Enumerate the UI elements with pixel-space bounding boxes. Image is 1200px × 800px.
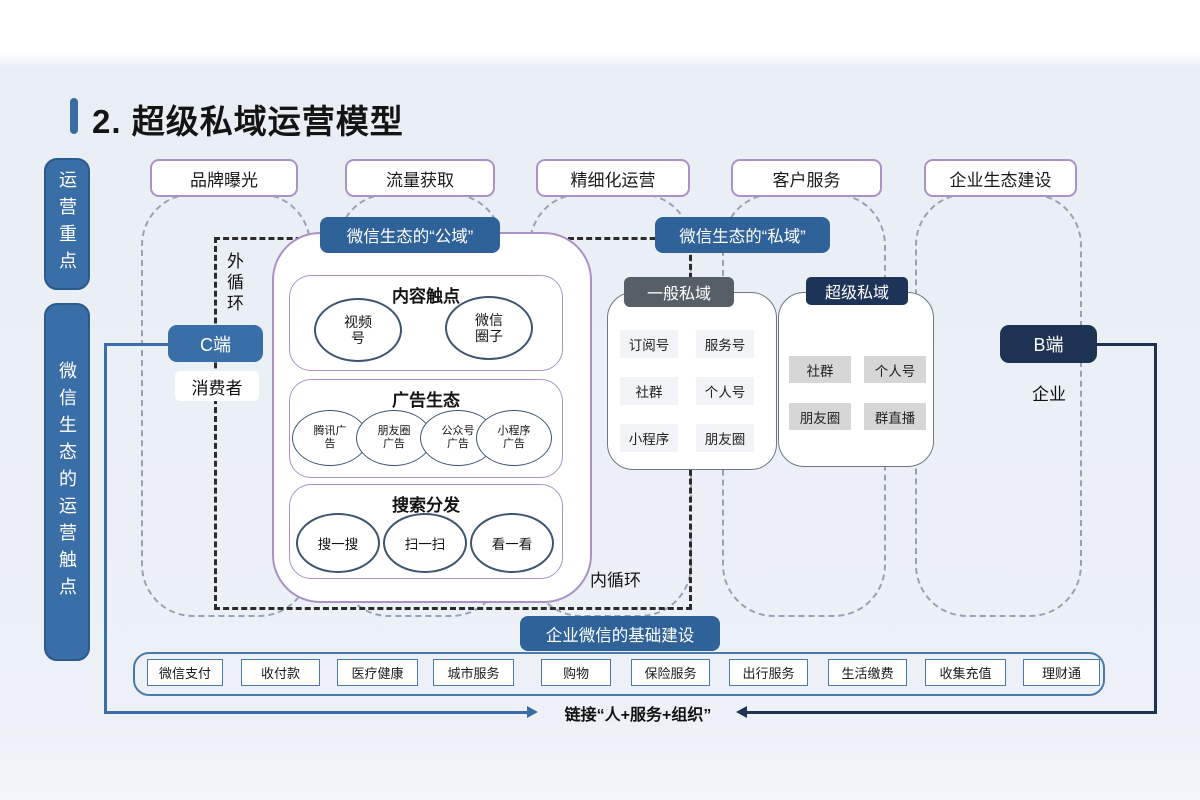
page-title: 2. 超级私域运营模型 (92, 103, 404, 140)
chip-mini-program: 小程序 (620, 424, 678, 452)
header-label: 企业生态建设 (949, 170, 1052, 190)
infra-item-receive-pay: 收付款 (241, 659, 320, 686)
chip-personal-account: 个人号 (696, 377, 754, 405)
header-label: 客户服务 (772, 170, 841, 190)
ellipse-scan: 扫一扫 (383, 513, 467, 573)
outer-loop-label: 外循环 (224, 252, 243, 315)
sidebar-item-label: 运营重点 (57, 170, 77, 278)
ellipse-label: 扫一扫 (404, 537, 446, 552)
ellipse-label: 视频号 (344, 313, 372, 346)
ellipse-label: 朋友圈广告 (377, 425, 411, 450)
ellipse-search: 搜一搜 (296, 513, 380, 573)
chip-moments: 朋友圈 (696, 424, 754, 452)
chip-community: 社群 (620, 377, 678, 405)
link-label: 链接“人+服务+组织” (564, 707, 712, 724)
ellipse-top-stories: 看一看 (470, 513, 554, 573)
header-refined-operation: 精细化运营 (536, 159, 690, 197)
ellipse-label: 公众号广告 (441, 425, 475, 450)
column-enterprise-ecosystem (915, 193, 1082, 617)
ellipse-label: 微信圈子 (475, 311, 503, 344)
ellipse-wechat-circle: 微信圈子 (445, 296, 533, 360)
infra-item-collect-recharge: 收集充值 (925, 659, 1006, 686)
b-side-badge: B端 (1000, 325, 1097, 363)
infrastructure-container (133, 652, 1105, 696)
chip-service-account: 服务号 (696, 330, 754, 358)
chip-subscription-account: 订阅号 (620, 330, 678, 358)
search-distribution-title: 搜索分发 (392, 496, 460, 515)
infrastructure-badge: 企业微信的基础建设 (520, 616, 720, 651)
infra-item-medical-health: 医疗健康 (337, 659, 418, 686)
header-brand-exposure: 品牌曝光 (150, 159, 298, 197)
ellipse-label: 搜一搜 (317, 537, 359, 552)
link-arrow-right-line (747, 711, 1157, 714)
ellipse-label: 小程序广告 (497, 425, 531, 450)
ellipse-label: 腾讯广告 (313, 425, 347, 450)
c-side-badge: C端 (168, 325, 263, 362)
public-domain-badge: 微信生态的“公域” (320, 217, 500, 253)
infra-item-shopping: 购物 (541, 659, 611, 686)
infra-item-insurance: 保险服务 (631, 659, 710, 686)
infra-item-city-services: 城市服务 (433, 659, 514, 686)
ellipse-moments-ads: 朋友圈广告 (356, 410, 432, 466)
ellipse-video-account: 视频号 (314, 298, 402, 362)
arrow-left-icon (736, 706, 747, 718)
infra-item-licaitong: 理财通 (1023, 659, 1100, 686)
header-label: 流量获取 (386, 170, 454, 190)
content-touchpoints-title: 内容触点 (392, 287, 460, 306)
ad-ecosystem-title: 广告生态 (392, 391, 460, 410)
chip-group-livestream: 群直播 (864, 403, 926, 430)
infra-item-wechat-pay: 微信支付 (147, 659, 223, 686)
chip-community-super: 社群 (789, 356, 851, 383)
b-side-connector-vertical (1154, 343, 1157, 714)
header-label: 精细化运营 (570, 170, 656, 190)
chip-personal-account-super: 个人号 (864, 356, 926, 383)
sidebar-item-label: 微信生态的运营触点 (57, 360, 77, 604)
sidebar-item-wechat-touchpoints: 微信生态的运营触点 (44, 303, 90, 661)
ellipse-label: 看一看 (491, 537, 533, 552)
header-enterprise-ecosystem: 企业生态建设 (924, 159, 1077, 197)
title-accent-bar (70, 98, 78, 134)
c-side-connector-vertical (104, 343, 107, 713)
arrow-right-icon (527, 706, 538, 718)
private-domain-badge: 微信生态的“私域” (655, 217, 830, 253)
header-traffic-acquisition: 流量获取 (345, 159, 495, 197)
infra-item-utility-payment: 生活缴费 (828, 659, 907, 686)
enterprise-label: 企业 (1032, 385, 1066, 404)
infra-item-travel: 出行服务 (729, 659, 808, 686)
sidebar-item-operation-focus: 运营重点 (44, 158, 90, 290)
header-label: 品牌曝光 (190, 170, 258, 190)
link-arrow-left-line (104, 711, 528, 714)
inner-loop-label: 内循环 (590, 571, 641, 590)
header-customer-service: 客户服务 (731, 159, 882, 197)
c-side-connector-stub (104, 343, 168, 346)
consumer-label: 消费者 (175, 371, 259, 401)
general-private-badge: 一般私域 (624, 277, 734, 307)
b-side-connector-stub (1097, 343, 1157, 346)
chip-moments-super: 朋友圈 (789, 403, 851, 430)
ellipse-mini-program-ads: 小程序广告 (476, 410, 552, 466)
super-private-badge: 超级私域 (806, 277, 908, 305)
